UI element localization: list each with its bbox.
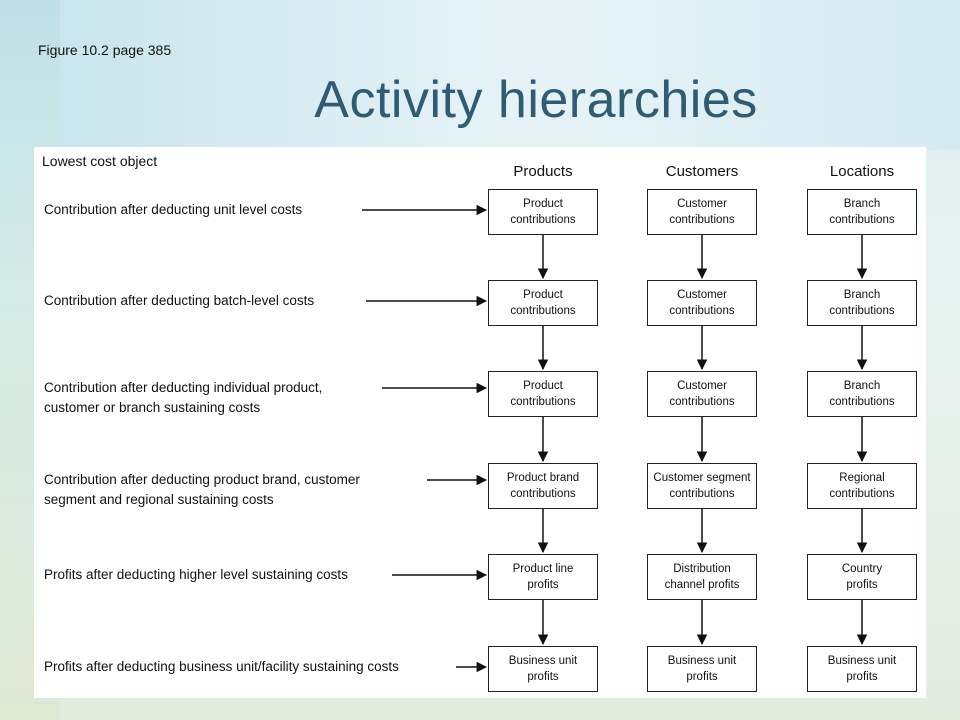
- box-text-line: profits: [846, 671, 878, 683]
- box-text: Product contributions: [510, 378, 575, 410]
- box-locations-4: Regional contributions: [807, 463, 917, 509]
- row-label-line: segment and regional sustaining costs: [44, 492, 274, 507]
- row-label-3: Contribution after deducting individual …: [44, 378, 414, 418]
- box-locations-2: Branch contributions: [807, 280, 917, 326]
- box-text: Product brand contributions: [507, 470, 579, 502]
- box-locations-5: Country profits: [807, 554, 917, 600]
- figure-reference: Figure 10.2 page 385: [38, 42, 172, 58]
- row-label-1: Contribution after deducting unit level …: [44, 200, 414, 220]
- box-text-line: channel profits: [664, 579, 740, 591]
- box-text-line: contributions: [669, 488, 735, 500]
- box-customers-6: Business unit profits: [647, 646, 757, 692]
- column-header-products: Products: [513, 163, 573, 180]
- box-customers-2: Customer contributions: [647, 280, 757, 326]
- box-text-line: Business unit: [667, 655, 737, 667]
- box-text: Country profits: [842, 561, 882, 593]
- box-text-line: contributions: [669, 305, 735, 317]
- box-text-line: contributions: [829, 396, 895, 408]
- box-text-line: contributions: [829, 488, 895, 500]
- box-text-line: Business unit: [508, 655, 578, 667]
- row-label-line: customer or branch sustaining costs: [44, 400, 261, 415]
- box-text-line: contributions: [510, 214, 576, 226]
- box-text: Business unit profits: [828, 653, 896, 685]
- column-header-customers: Customers: [665, 163, 739, 180]
- box-text-line: Customer: [677, 198, 727, 210]
- box-text-line: profits: [527, 671, 559, 683]
- box-text-line: Product: [523, 380, 563, 392]
- box-customers-1: Customer contributions: [647, 189, 757, 235]
- row-label-2: Contribution after deducting batch-level…: [44, 291, 414, 311]
- box-products-1: Product contributions: [488, 189, 598, 235]
- box-text: Customer contributions: [669, 287, 734, 319]
- box-text-line: Branch: [843, 198, 881, 210]
- box-customers-4: Customer segment contributions: [647, 463, 757, 509]
- row-label-4: Contribution after deducting product bra…: [44, 470, 414, 510]
- box-locations-1: Branch contributions: [807, 189, 917, 235]
- slide-title: Activity hierarchies: [314, 71, 758, 129]
- box-text-line: Country: [841, 563, 883, 575]
- box-text-line: profits: [846, 579, 878, 591]
- box-text-line: profits: [527, 579, 559, 591]
- box-text: Customer contributions: [669, 196, 734, 228]
- connector-layer: [362, 204, 868, 673]
- box-text: Customer contributions: [669, 378, 734, 410]
- box-text-line: Product brand: [506, 472, 580, 484]
- box-text: Branch contributions: [829, 196, 894, 228]
- box-customers-3: Customer contributions: [647, 371, 757, 417]
- column-header-locations: Locations: [829, 163, 895, 180]
- row-label-line: Contribution after deducting unit level …: [44, 202, 303, 217]
- box-text-line: Branch: [843, 380, 881, 392]
- box-products-2: Product contributions: [488, 280, 598, 326]
- box-text-line: contributions: [510, 488, 576, 500]
- row-label-line: Profits after deducting higher level sus…: [44, 567, 348, 582]
- row-label-5: Profits after deducting higher level sus…: [44, 565, 414, 585]
- box-text: Product line profits: [513, 561, 574, 593]
- box-text-line: contributions: [510, 396, 576, 408]
- box-products-3: Product contributions: [488, 371, 598, 417]
- box-text-line: Branch: [843, 289, 881, 301]
- box-text-line: Regional: [839, 472, 885, 484]
- box-text-line: Product line: [512, 563, 574, 575]
- row-label-line: Contribution after deducting batch-level…: [44, 293, 315, 308]
- slide-background-top: [0, 0, 960, 150]
- box-text-line: Customer: [677, 289, 727, 301]
- box-text-line: contributions: [829, 305, 895, 317]
- box-products-4: Product brand contributions: [488, 463, 598, 509]
- box-text-line: Customer segment: [653, 472, 751, 484]
- row-label-line: Contribution after deducting product bra…: [44, 472, 360, 487]
- box-text: Product contributions: [510, 287, 575, 319]
- box-locations-6: Business unit profits: [807, 646, 917, 692]
- box-text: Branch contributions: [829, 378, 894, 410]
- box-text-line: Customer: [677, 380, 727, 392]
- box-text-line: contributions: [669, 396, 735, 408]
- box-text-line: profits: [686, 671, 718, 683]
- box-text: Regional contributions: [829, 470, 894, 502]
- row-label-line: Profits after deducting business unit/fa…: [44, 659, 399, 674]
- box-customers-5: Distribution channel profits: [647, 554, 757, 600]
- box-products-6: Business unit profits: [488, 646, 598, 692]
- box-text: Business unit profits: [668, 653, 736, 685]
- box-text-line: Product: [523, 198, 563, 210]
- box-text: Branch contributions: [829, 287, 894, 319]
- box-text: Distribution channel profits: [665, 561, 740, 593]
- row-label-6: Profits after deducting business unit/fa…: [44, 657, 414, 677]
- lowest-cost-object-label: Lowest cost object: [42, 153, 158, 169]
- row-label-line: Contribution after deducting individual …: [44, 380, 323, 395]
- box-text-line: Product: [523, 289, 563, 301]
- box-text-line: Distribution: [673, 563, 731, 575]
- box-text: Product contributions: [510, 196, 575, 228]
- box-text-line: contributions: [669, 214, 735, 226]
- box-text-line: contributions: [829, 214, 895, 226]
- box-locations-3: Branch contributions: [807, 371, 917, 417]
- box-text-line: contributions: [510, 305, 576, 317]
- diagram-panel: Lowest cost object Products Customers Loca…: [34, 147, 926, 698]
- box-products-5: Product line profits: [488, 554, 598, 600]
- box-text: Business unit profits: [509, 653, 577, 685]
- box-text-line: Business unit: [827, 655, 897, 667]
- box-text: Customer segment contributions: [653, 470, 750, 502]
